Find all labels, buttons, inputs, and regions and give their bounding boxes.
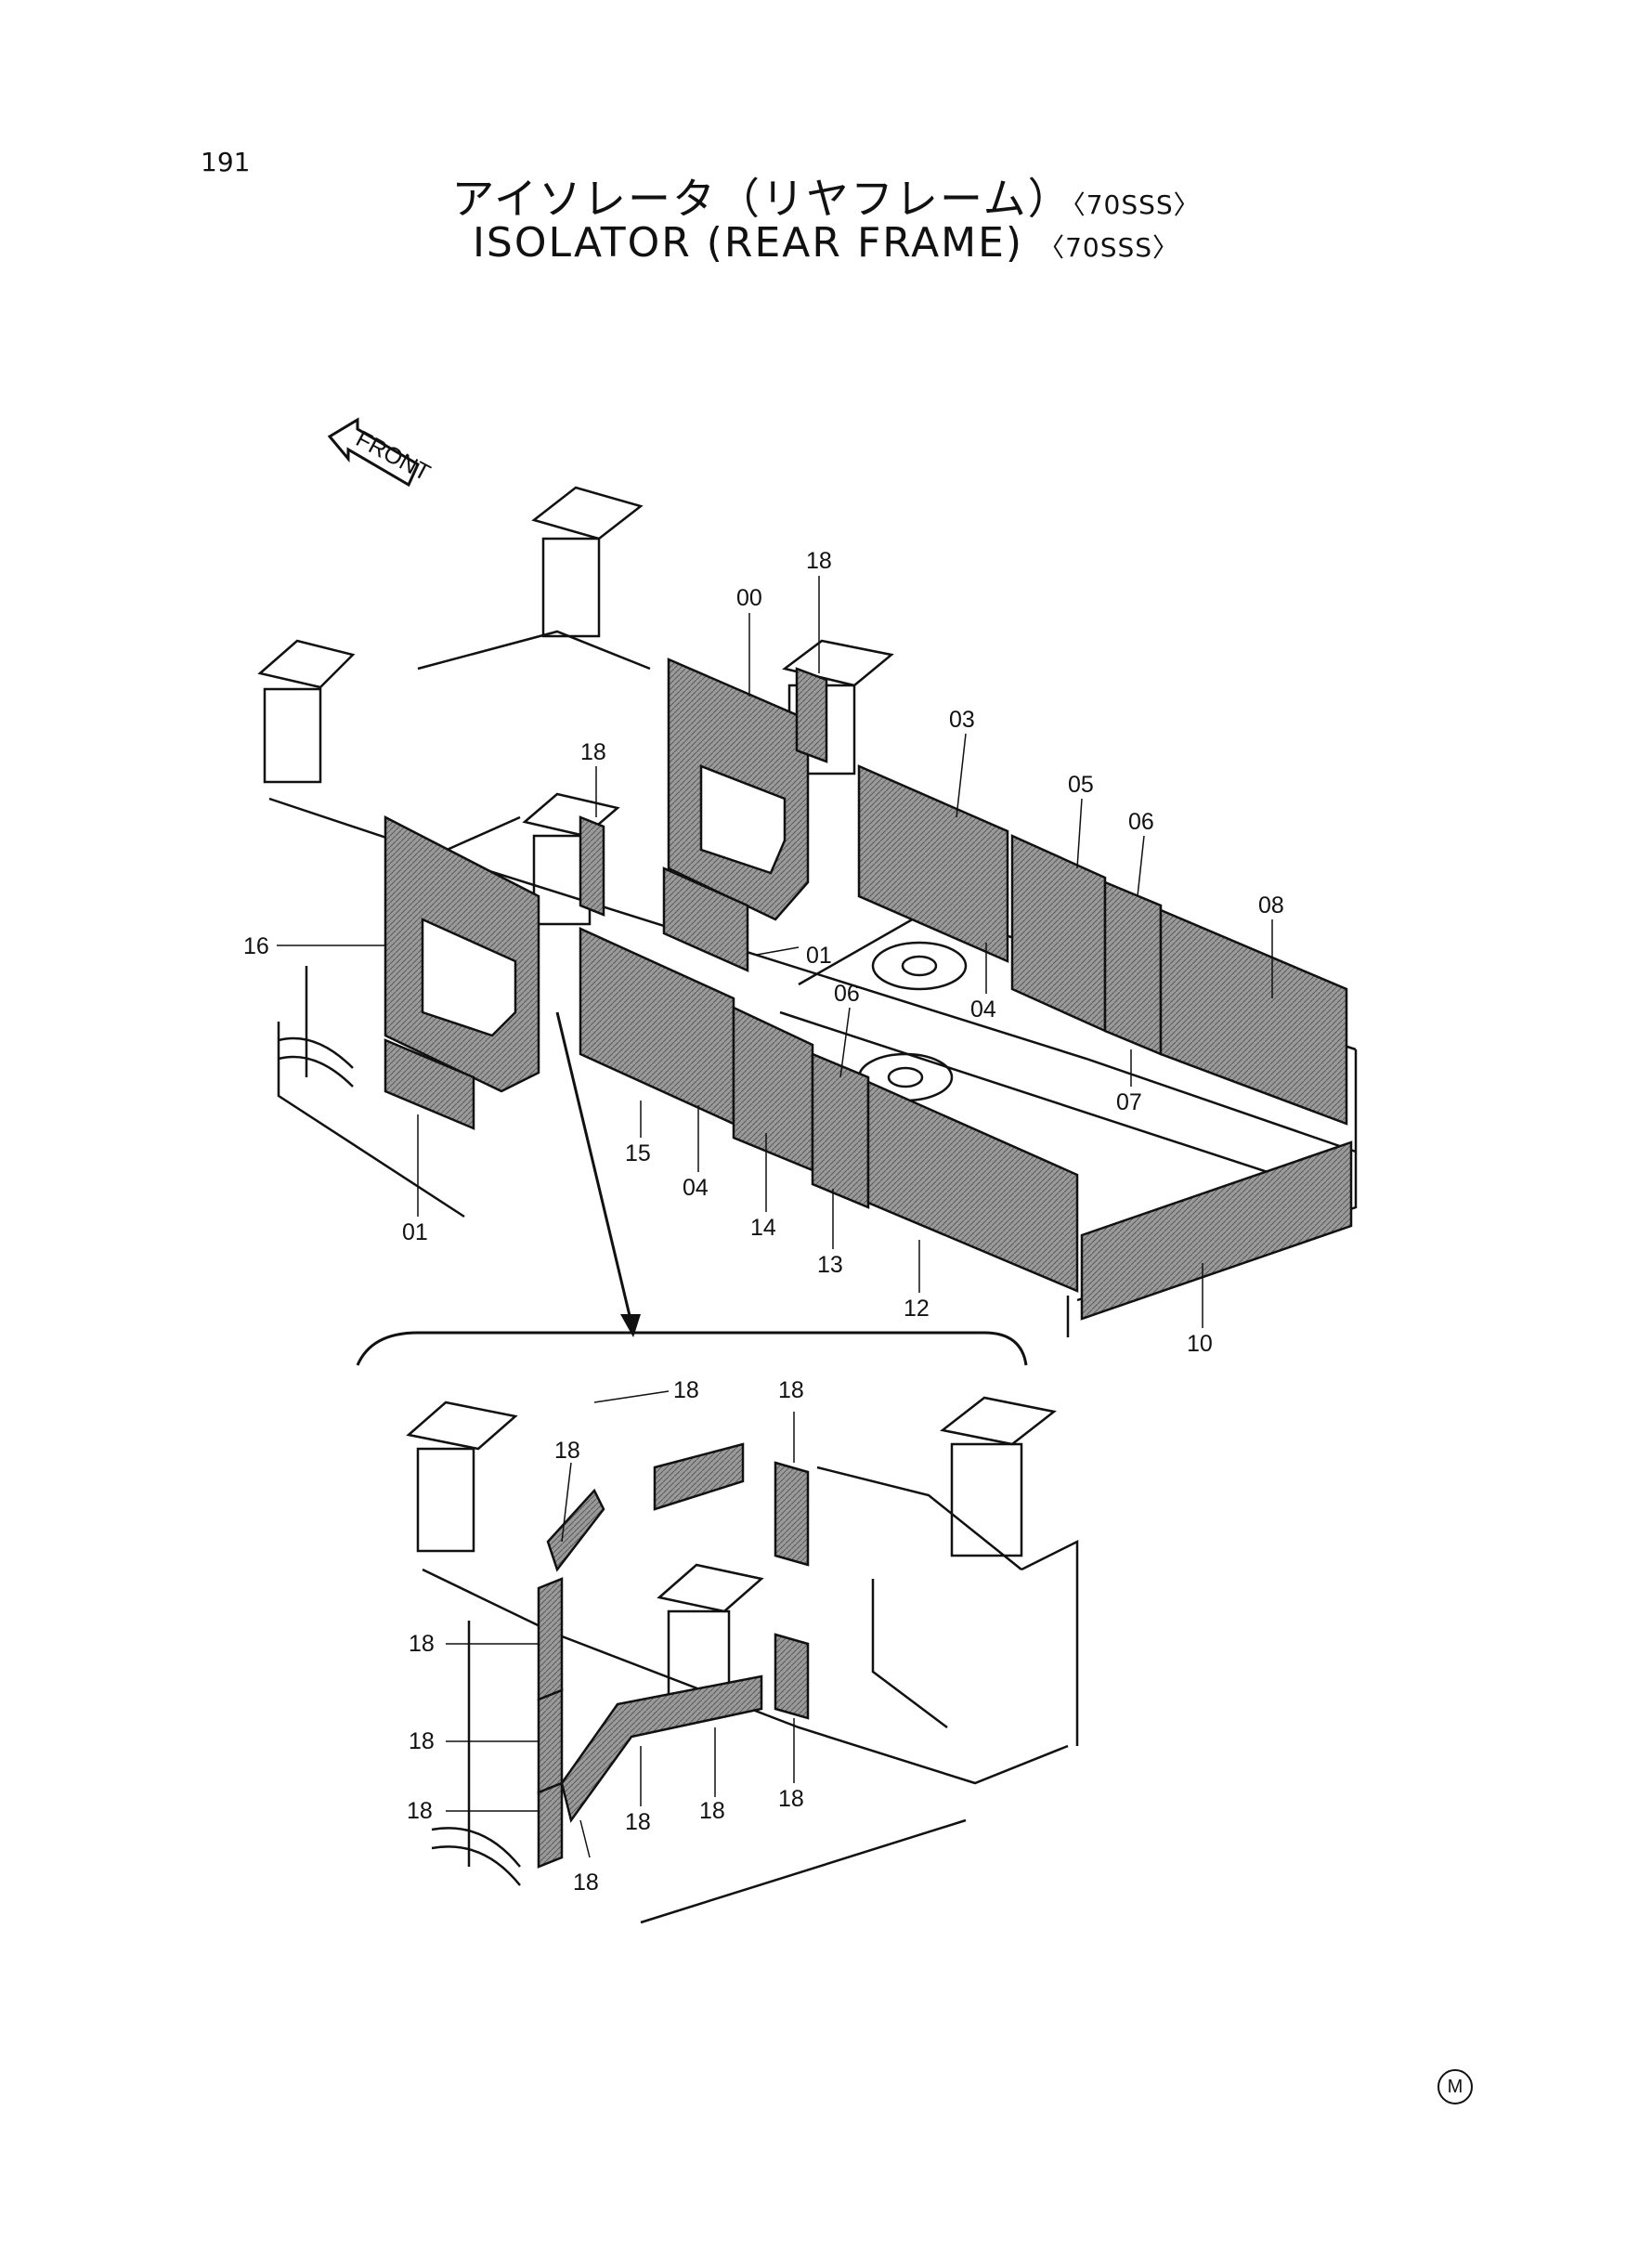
label-08: 08 <box>1258 892 1284 919</box>
detail-label-18-a: 18 <box>673 1377 699 1403</box>
corner-mark: M <box>1437 2069 1473 2104</box>
detail-pad-right-lower <box>774 1633 810 1720</box>
label-15: 15 <box>625 1140 651 1166</box>
detail-label-18-d: 18 <box>409 1631 435 1657</box>
detail-pad-right-upper <box>774 1461 810 1567</box>
pad-06-right <box>1103 880 1163 1056</box>
pad-01-center <box>662 866 749 972</box>
detail-pad-diag <box>546 1488 605 1572</box>
detail-label-18-c: 18 <box>554 1438 580 1464</box>
label-03: 03 <box>949 707 975 733</box>
detail-label-18-b: 18 <box>778 1377 804 1403</box>
detail-label-18-i: 18 <box>778 1786 804 1812</box>
label-10: 10 <box>1187 1331 1213 1357</box>
label-06-right: 06 <box>1128 809 1154 835</box>
page-number: 191 <box>201 147 251 177</box>
label-01-left: 01 <box>402 1219 428 1245</box>
title-english: ISOLATOR (REAR FRAME) 〈70SSS〉 <box>0 219 1652 267</box>
pad-10 <box>1080 1140 1353 1321</box>
leader-lines <box>277 576 1273 1328</box>
detail-pad-left-2 <box>537 1688 564 1794</box>
isolator-pads <box>384 658 1353 1321</box>
detail-pad-top <box>653 1442 745 1511</box>
pad-01-left <box>384 1038 475 1130</box>
pad-08 <box>1159 908 1348 1126</box>
detail-label-18-j: 18 <box>573 1870 599 1896</box>
detail-frame-outline <box>406 1396 1079 1924</box>
pad-16 <box>384 814 540 1093</box>
pad-18-upper <box>795 667 828 763</box>
label-13: 13 <box>817 1252 843 1278</box>
label-00: 00 <box>736 585 762 611</box>
label-05: 05 <box>1068 772 1094 798</box>
pad-05 <box>1010 834 1107 1033</box>
detail-label-18-e: 18 <box>409 1728 435 1754</box>
label-18-mid: 18 <box>580 739 606 765</box>
label-07: 07 <box>1116 1089 1142 1115</box>
detail-label-18-h: 18 <box>699 1798 725 1824</box>
variant-tag-en: 〈70SSS〉 <box>1038 232 1180 263</box>
label-16: 16 <box>243 933 269 959</box>
label-06-center: 06 <box>834 981 860 1007</box>
label-18-top: 18 <box>806 548 832 574</box>
label-04-left: 04 <box>683 1175 709 1201</box>
detail-label-18-g: 18 <box>625 1809 651 1835</box>
detail-label-18-f: 18 <box>407 1798 433 1824</box>
pad-15 <box>579 927 735 1126</box>
label-04-right: 04 <box>970 997 996 1023</box>
detail-pad-left-3 <box>537 1781 564 1869</box>
pad-18-mid <box>579 815 605 917</box>
label-12: 12 <box>904 1296 930 1322</box>
variant-tag: 〈70SSS〉 <box>1072 189 1201 220</box>
detail-pad-strip <box>560 1674 763 1823</box>
detail-pads <box>537 1442 810 1869</box>
pad-03 <box>857 764 1009 963</box>
pad-14 <box>732 1006 814 1172</box>
front-arrow-icon: FRONT <box>327 417 435 488</box>
title-japanese: アイソレータ（リヤフレーム）〈70SSS〉 <box>0 165 1652 227</box>
label-14: 14 <box>750 1215 776 1241</box>
title-en-text: ISOLATOR (REAR FRAME) <box>472 219 1024 267</box>
pad-13 <box>811 1052 870 1209</box>
detail-pointer <box>356 1011 1028 1366</box>
detail-pad-left-1 <box>537 1577 564 1701</box>
pad-12 <box>866 1080 1079 1293</box>
detail-leader-lines <box>446 1390 795 1858</box>
title-jp-text: アイソレータ（リヤフレーム） <box>451 174 1073 224</box>
pad-00 <box>667 658 810 921</box>
label-01-center: 01 <box>806 943 832 969</box>
